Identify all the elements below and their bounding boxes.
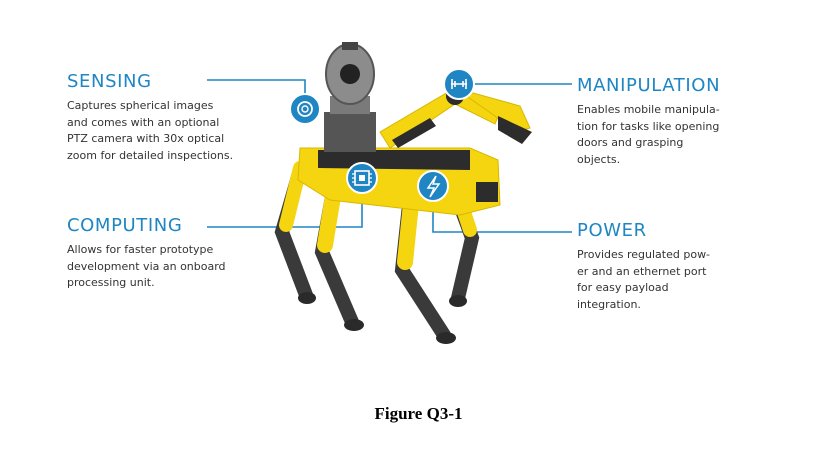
feature-sensing: SENSING Captures spherical images and co… xyxy=(67,72,267,164)
feature-manipulation: MANIPULATION Enables mobile manipula- ti… xyxy=(577,76,767,168)
cpu-chip-icon xyxy=(346,162,378,194)
gripper-icon xyxy=(443,68,475,100)
robot-body xyxy=(297,147,501,216)
camera-mast xyxy=(324,42,376,152)
feature-title: COMPUTING xyxy=(67,215,183,236)
feature-description: Provides regulated pow- er and an ethern… xyxy=(577,248,711,311)
feature-description: Allows for faster prototype development … xyxy=(67,243,226,289)
camera-lens-icon xyxy=(289,93,321,125)
robot-arm xyxy=(379,87,532,149)
robot-feet xyxy=(298,292,467,344)
feature-description: Enables mobile manipula- tion for tasks … xyxy=(577,103,720,166)
sensing-connector xyxy=(207,79,306,95)
feature-description: Captures spherical images and comes with… xyxy=(67,99,234,162)
feature-title: POWER xyxy=(577,220,647,241)
feature-title: MANIPULATION xyxy=(577,75,721,96)
feature-title: SENSING xyxy=(67,71,152,92)
lightning-bolt-icon xyxy=(417,170,449,202)
figure-caption: Figure Q3-1 xyxy=(374,404,463,423)
feature-computing: COMPUTING Allows for faster prototype de… xyxy=(67,216,267,292)
feature-power: POWER Provides regulated pow- er and an … xyxy=(577,221,767,313)
